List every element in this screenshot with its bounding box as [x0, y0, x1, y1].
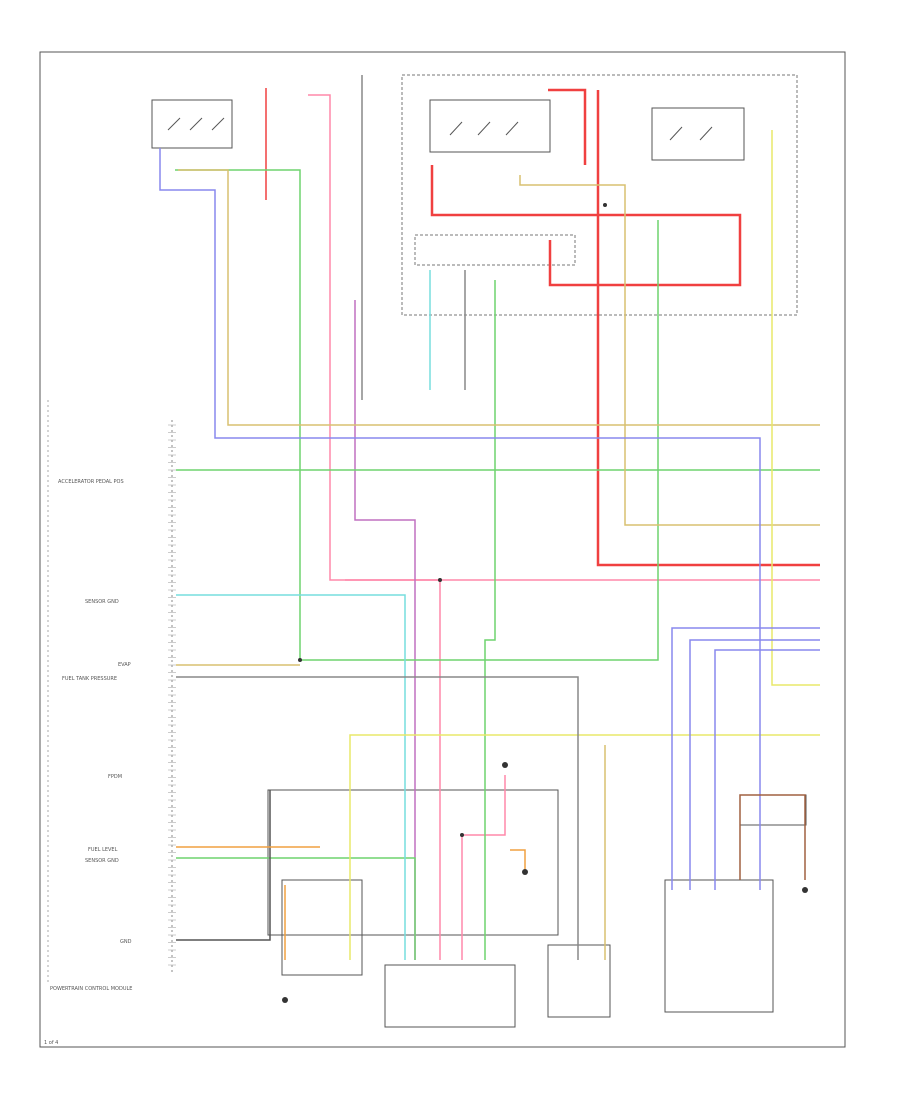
splice-dot	[298, 658, 302, 662]
wire-brown	[739, 794, 806, 880]
wire-blue-3	[689, 639, 820, 890]
wire-blue-2	[671, 627, 820, 890]
relay-contact	[167, 117, 181, 131]
fuel-tank-pressure-sensor	[547, 944, 611, 1018]
bottom-left-label: POWERTRAIN CONTROL MODULE	[50, 986, 132, 992]
ground-dot	[502, 762, 508, 768]
relay-contact	[699, 126, 713, 141]
relay-box-left	[151, 99, 233, 149]
splice-dot	[460, 833, 464, 837]
relay-contact	[477, 121, 491, 136]
wire-yellow-2	[349, 734, 820, 960]
power-module-dashed	[401, 74, 798, 316]
wire-green-top	[175, 169, 659, 661]
relay-contact	[505, 121, 519, 136]
left-label-5: FPDM	[108, 774, 122, 780]
page-number: 1 of 4	[44, 1040, 58, 1046]
connector-ticks	[168, 424, 176, 966]
relay-box-center	[429, 99, 551, 153]
relay-box-bottom	[739, 794, 807, 826]
wire-red-main	[548, 88, 587, 165]
ground-dot	[282, 997, 288, 1003]
relay-contact	[211, 117, 225, 131]
wire-pink-1	[308, 94, 441, 960]
splice-dot	[438, 578, 442, 582]
left-label-1: ACCELERATOR PEDAL POS	[58, 479, 124, 485]
relay-box-right	[651, 107, 745, 161]
relay-contact	[449, 121, 463, 136]
diagram-frame	[39, 51, 846, 1048]
left-label-7: SENSOR GND	[85, 858, 119, 864]
wire-gray-2	[176, 790, 271, 941]
wire-green-2	[484, 280, 496, 960]
fuel-pump-module	[664, 879, 774, 1013]
wire-gray-1	[176, 676, 579, 960]
relay-contact	[669, 126, 683, 141]
throttle-body-module	[384, 964, 516, 1028]
pedal-sensor-module	[267, 789, 559, 936]
wire-blue-1	[159, 148, 761, 890]
wire-green-3	[176, 857, 416, 960]
wire-red-down	[596, 90, 820, 567]
wire-pink-3	[462, 775, 506, 836]
wire-red-loop	[430, 165, 742, 287]
fuse-block	[414, 234, 576, 266]
left-label-4: FUEL TANK PRESSURE	[62, 676, 117, 682]
left-label-2: SENSOR GND	[85, 599, 119, 605]
wire-blue-4	[714, 649, 820, 890]
wire-cyan	[176, 594, 406, 960]
relay-contact	[189, 117, 203, 131]
ground-dot	[522, 869, 528, 875]
evap-module-left	[281, 879, 363, 976]
splice-dot	[603, 203, 607, 207]
wire-yellow-1	[771, 130, 820, 686]
ground-dot	[802, 887, 808, 893]
wire-orange-3	[510, 849, 526, 870]
wire-violet-1	[354, 300, 416, 960]
wire-tan-2	[519, 175, 820, 526]
left-label-8: GND	[120, 939, 132, 945]
left-label-6: FUEL LEVEL	[88, 847, 118, 853]
left-label-3: EVAP	[118, 662, 131, 668]
wire-tan-1	[178, 169, 820, 426]
